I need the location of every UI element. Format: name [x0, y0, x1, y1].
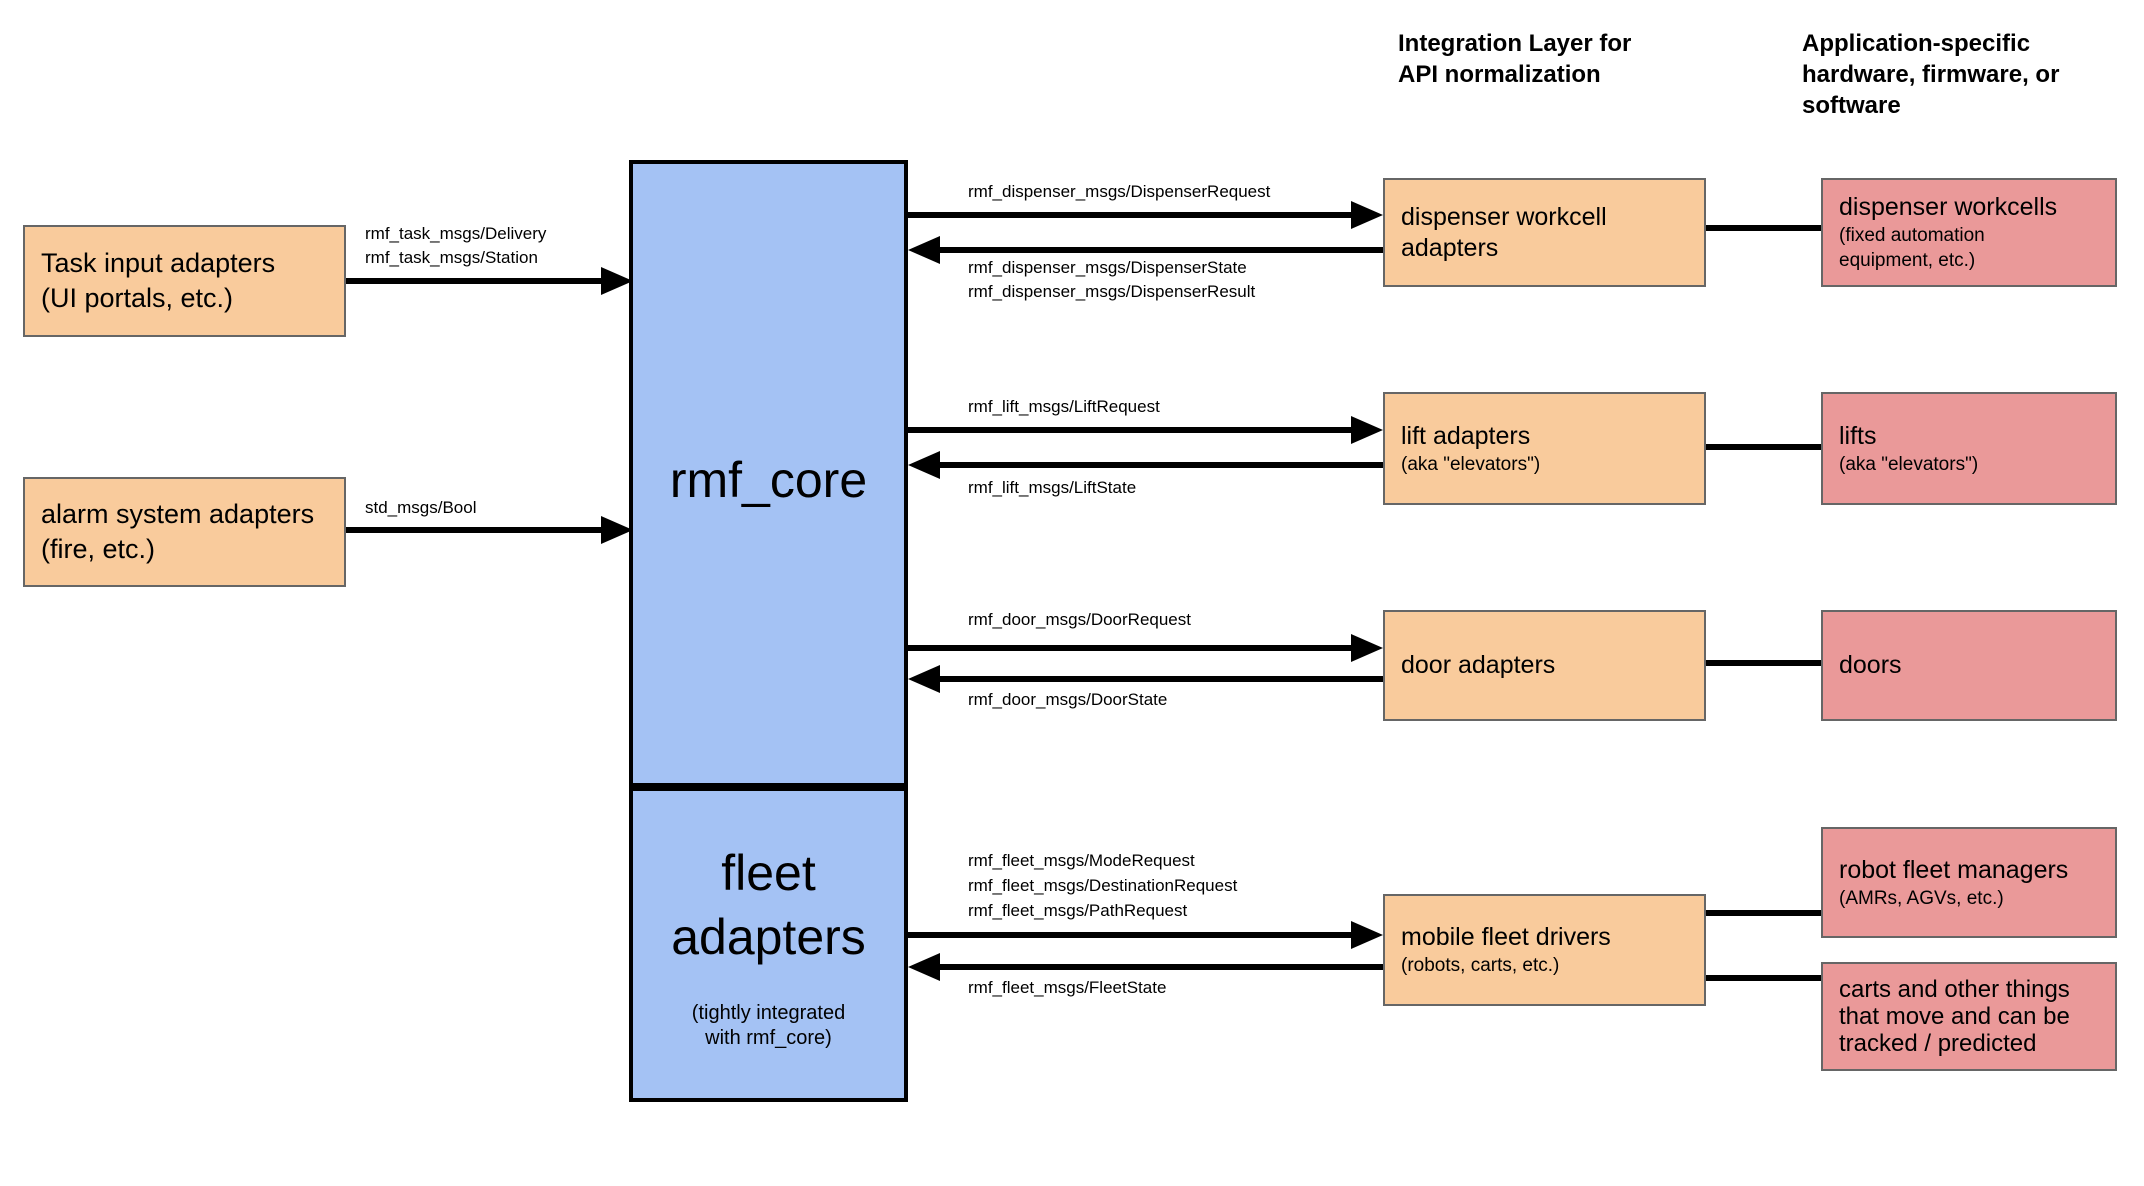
connector-fleet-drivers-to-carts [1706, 975, 1821, 981]
fleet-adapters-label: fleet adapters [629, 841, 908, 969]
fleet-request-labels: rmf_fleet_msgs/ModeRequest rmf_fleet_msg… [968, 848, 1237, 923]
fleet-adapters-note-line2: with rmf_core) [705, 1027, 832, 1049]
rmf-core-box [629, 160, 908, 787]
task-msg-delivery-label: rmf_task_msgs/Delivery [365, 224, 547, 243]
door-request-label: rmf_door_msgs/DoorRequest [968, 610, 1191, 629]
robot-fleet-managers-line1: robot fleet managers [1839, 855, 2069, 884]
dispenser-workcells-line2: (fixed automation [1839, 225, 1985, 246]
task-msg-station-label: rmf_task_msgs/Station [365, 248, 538, 267]
carts-line2: that move and can be [1839, 1003, 2070, 1030]
fleet-adapters-box [629, 787, 908, 1102]
task-input-adapters-line1: Task input adapters [41, 248, 276, 278]
fleet-adapters-note-line1: (tightly integrated [691, 1002, 846, 1024]
dispenser-workcell-adapters-line2: adapters [1401, 233, 1499, 262]
integration-layer-header: Integration Layer for API normalization [1398, 28, 1631, 90]
arrow-task-to-rmfcore-line [346, 278, 601, 284]
alarm-system-adapters-line1: alarm system adapters [41, 499, 315, 529]
lift-adapters-line1: lift adapters [1401, 421, 1531, 450]
lift-adapters-box: lift adapters (aka "elevators") [1383, 392, 1706, 505]
connector-door-adapters-to-doors [1706, 660, 1821, 666]
dispenser-result-label: rmf_dispenser_msgs/DispenserResult [968, 282, 1256, 301]
dispenser-request-label: rmf_dispenser_msgs/DispenserRequest [968, 182, 1271, 201]
fleet-destination-request-label: rmf_fleet_msgs/DestinationRequest [968, 876, 1238, 895]
arrow-fleetadapters-to-fleet-drivers-head [1351, 921, 1383, 949]
arrow-door-adapters-to-rmfcore-line [940, 676, 1383, 682]
arrow-fleet-drivers-to-fleetadapters-line [940, 964, 1383, 970]
door-adapters-box: door adapters [1383, 610, 1706, 721]
arrow-rmfcore-to-lift-adapters-head [1351, 416, 1383, 444]
fleet-adapters-label-line2: adapters [671, 909, 866, 965]
mobile-fleet-drivers-line1: mobile fleet drivers [1401, 923, 1611, 951]
lift-state-label: rmf_lift_msgs/LiftState [968, 478, 1137, 497]
arrow-alarm-to-rmfcore-line [346, 527, 601, 533]
alarm-system-adapters-box: alarm system adapters (fire, etc.) [23, 477, 346, 587]
dispenser-workcells-line1: dispenser workcells [1839, 193, 2058, 221]
fleet-state-label: rmf_fleet_msgs/FleetState [968, 978, 1167, 997]
fleet-adapters-note: (tightly integrated with rmf_core) [629, 1001, 908, 1051]
task-input-adapters-box: Task input adapters (UI portals, etc.) [23, 225, 346, 337]
dispenser-state-label: rmf_dispenser_msgs/DispenserState [968, 258, 1247, 277]
task-input-adapters-line2: (UI portals, etc.) [41, 283, 234, 313]
arrow-dispenser-adapters-to-rmfcore-head [908, 236, 940, 264]
dispenser-workcell-adapters-line1: dispenser workcell [1401, 202, 1607, 231]
robot-fleet-managers-box: robot fleet managers (AMRs, AGVs, etc.) [1821, 827, 2117, 938]
application-specific-header-line1: Application-specific [1802, 30, 2031, 57]
dispenser-workcells-box: dispenser workcells (fixed automation eq… [1821, 178, 2117, 287]
fleet-adapters-label-line1: fleet [721, 845, 816, 901]
application-specific-header-line3: software [1802, 92, 1901, 119]
lifts-line2: (aka "elevators") [1839, 453, 1979, 475]
arrow-rmfcore-to-dispenser-adapters-line [908, 212, 1351, 218]
arrow-rmfcore-to-dispenser-adapters-head [1351, 201, 1383, 229]
rmf-core-label: rmf_core [669, 452, 868, 508]
carts-line3: tracked / predicted [1839, 1030, 2037, 1057]
integration-layer-header-line1: Integration Layer for [1398, 30, 1632, 57]
mobile-fleet-drivers-box: mobile fleet drivers (robots, carts, etc… [1383, 894, 1706, 1006]
mobile-fleet-drivers-line2: (robots, carts, etc.) [1401, 955, 1560, 976]
door-state-label: rmf_door_msgs/DoorState [968, 690, 1168, 709]
connector-dispenser-adapters-to-workcells [1706, 225, 1821, 231]
carts-box: carts and other things that move and can… [1821, 962, 2117, 1071]
arrow-lift-adapters-to-rmfcore-head [908, 451, 940, 479]
doors-box: doors [1821, 610, 2117, 721]
connector-lift-adapters-to-lifts [1706, 444, 1821, 450]
alarm-system-adapters-line2: (fire, etc.) [41, 534, 156, 564]
connector-fleet-drivers-to-fleet-managers [1706, 910, 1821, 916]
arrow-rmfcore-to-lift-adapters-line [908, 427, 1351, 433]
arrow-rmfcore-to-door-adapters-line [908, 645, 1351, 651]
application-specific-header-line2: hardware, firmware, or [1802, 61, 2060, 88]
arrow-dispenser-adapters-to-rmfcore-line [940, 247, 1383, 253]
dispenser-state-labels: rmf_dispenser_msgs/DispenserState rmf_di… [968, 256, 1255, 304]
dispenser-workcells-line3: equipment, etc.) [1839, 250, 1976, 271]
application-specific-header: Application-specific hardware, firmware,… [1802, 28, 2059, 121]
robot-fleet-managers-line2: (AMRs, AGVs, etc.) [1839, 887, 2004, 909]
arrow-rmfcore-to-door-adapters-head [1351, 634, 1383, 662]
arrow-lift-adapters-to-rmfcore-line [940, 462, 1383, 468]
alarm-msg-label: std_msgs/Bool [365, 498, 477, 517]
lifts-box: lifts (aka "elevators") [1821, 392, 2117, 505]
dispenser-workcell-adapters-box: dispenser workcell adapters [1383, 178, 1706, 287]
arrow-door-adapters-to-rmfcore-head [908, 665, 940, 693]
lifts-line1: lifts [1839, 421, 1877, 450]
doors-line1: doors [1839, 651, 1902, 679]
lift-adapters-line2: (aka "elevators") [1401, 453, 1541, 475]
door-adapters-line1: door adapters [1401, 651, 1556, 679]
arrow-fleet-drivers-to-fleetadapters-head [908, 953, 940, 981]
task-msgs-labels: rmf_task_msgs/Delivery rmf_task_msgs/Sta… [365, 222, 546, 270]
integration-layer-header-line2: API normalization [1398, 61, 1601, 88]
fleet-path-request-label: rmf_fleet_msgs/PathRequest [968, 901, 1188, 920]
arrow-task-to-rmfcore-head [601, 267, 633, 295]
lift-request-label: rmf_lift_msgs/LiftRequest [968, 397, 1160, 416]
arrow-alarm-to-rmfcore-head [601, 516, 633, 544]
carts-line1: carts and other things [1839, 976, 2070, 1003]
arrow-fleetadapters-to-fleet-drivers-line [908, 932, 1351, 938]
fleet-mode-request-label: rmf_fleet_msgs/ModeRequest [968, 851, 1195, 870]
